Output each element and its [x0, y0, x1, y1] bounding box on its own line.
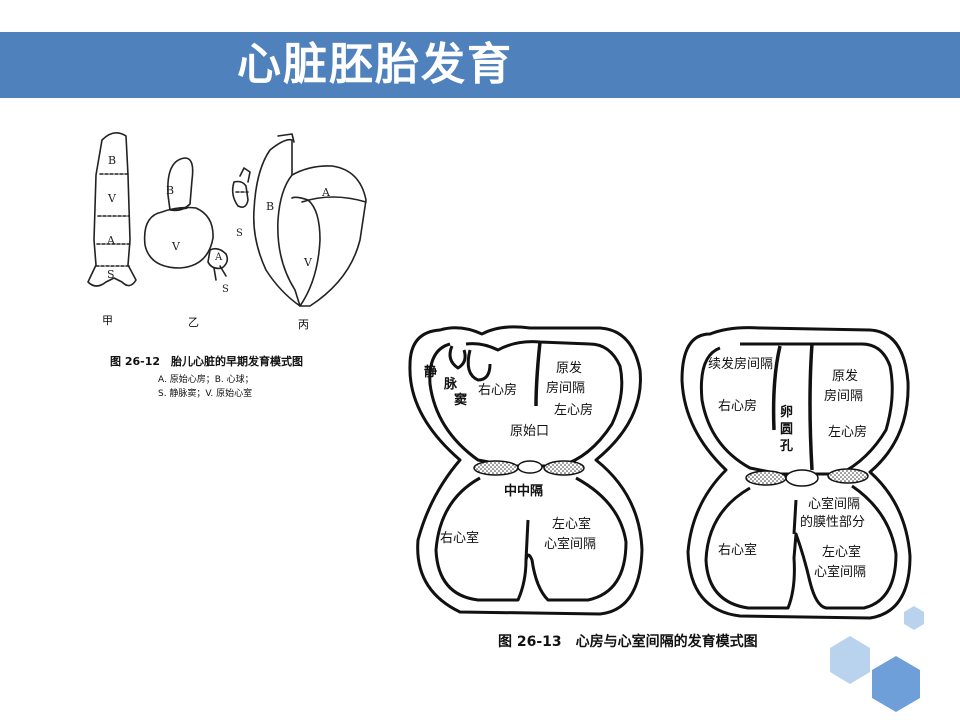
label-ostium-primum: 原始口 [510, 424, 549, 439]
title-bar [0, 32, 960, 98]
stage-jia-tube [87, 132, 137, 287]
label-membranous-1: 心室间隔 [808, 496, 860, 512]
label-septum-secundum: 续发房间隔 [708, 356, 773, 372]
figure-13-caption: 图 26-13 心房与心室间隔的发育模式图 [498, 633, 758, 650]
cushion-left-c [517, 460, 543, 474]
yi-letter-s: S [222, 284, 229, 295]
label-foramen-2: 圆 [780, 422, 793, 437]
label-sinus-1: 静 [424, 364, 437, 380]
label-foramen-3: 孔 [780, 439, 793, 454]
label-left-ventricle-early: 左心室 [552, 516, 591, 532]
bing-letter-a: A [321, 186, 331, 199]
cushion-right-c [785, 469, 819, 487]
figure-early-heart: B V A S B V A S S B A V 甲 乙 丙 图 26-12 胎儿… [87, 132, 367, 399]
decorative-hexagons [830, 606, 924, 712]
label-septum-primum-early-1: 原发 [556, 360, 582, 376]
label-septum-primum-early-2: 房间隔 [546, 380, 585, 396]
label-right-ventricle-late: 右心室 [718, 542, 757, 558]
figure-septation: 静 脉 窦 右心房 原发 房间隔 左心房 原始口 中中隔 右心室 左心室 心室间… [408, 325, 912, 650]
heart-diagram-late [680, 326, 912, 620]
label-foramen-1: 卵 [780, 404, 793, 420]
figure-12-caption: 图 26-12 胎儿心脏的早期发育模式图 [110, 354, 303, 368]
jia-letter-v: V [107, 192, 117, 205]
label-right-atrium-early: 右心房 [478, 382, 517, 398]
figure-12-legend-line1: A. 原始心房；B. 心球； [158, 373, 254, 385]
bing-letter-v: V [303, 256, 313, 269]
stage-sinus-small [231, 167, 251, 208]
bing-letter-b: B [266, 200, 274, 213]
stage-yi-loop [143, 157, 229, 281]
hexagon-large [872, 656, 920, 712]
jia-letter-s: S [107, 268, 115, 281]
heart-diagram-early [408, 325, 644, 616]
stage-label-jia: 甲 [102, 314, 113, 327]
label-left-atrium-early: 左心房 [554, 402, 593, 418]
label-ventricular-septum-late: 心室间隔 [814, 564, 866, 580]
jia-letter-b: B [108, 154, 116, 167]
sinus-letter-s: S [236, 228, 243, 239]
label-left-ventricle-late: 左心室 [822, 544, 861, 560]
hexagon-small [904, 606, 924, 630]
label-right-atrium-late: 右心房 [718, 398, 757, 414]
slide-title: 心脏胚胎发育 [237, 39, 513, 90]
label-ventricular-septum-early: 心室间隔 [544, 536, 596, 552]
label-septum-primum-late-1: 原发 [832, 368, 858, 384]
label-membranous-2: 的膜性部分 [800, 514, 865, 530]
label-left-atrium-late: 左心房 [828, 424, 867, 440]
label-sinus-3: 窦 [454, 392, 467, 408]
hexagon-medium [830, 636, 870, 684]
yi-letter-a: A [214, 252, 223, 263]
yi-letter-b: B [166, 184, 174, 197]
figure-12-legend-line2: S. 静脉窦；V. 原始心室 [158, 387, 252, 399]
jia-letter-a: A [106, 234, 116, 247]
yi-letter-v: V [171, 240, 181, 253]
label-septum-primum-late-2: 房间隔 [824, 388, 863, 404]
cushion-left-b [543, 460, 585, 476]
stage-label-bing: 丙 [298, 318, 309, 331]
label-right-ventricle-early: 右心室 [440, 530, 479, 546]
cushion-left-a [473, 460, 519, 476]
cushion-right-a [745, 470, 787, 486]
stage-bing-heart [252, 133, 367, 307]
cushion-right-b [827, 468, 869, 484]
stage-label-yi: 乙 [188, 316, 199, 329]
label-sinus-2: 脉 [443, 376, 458, 392]
label-septum-intermedium: 中中隔 [504, 483, 543, 499]
